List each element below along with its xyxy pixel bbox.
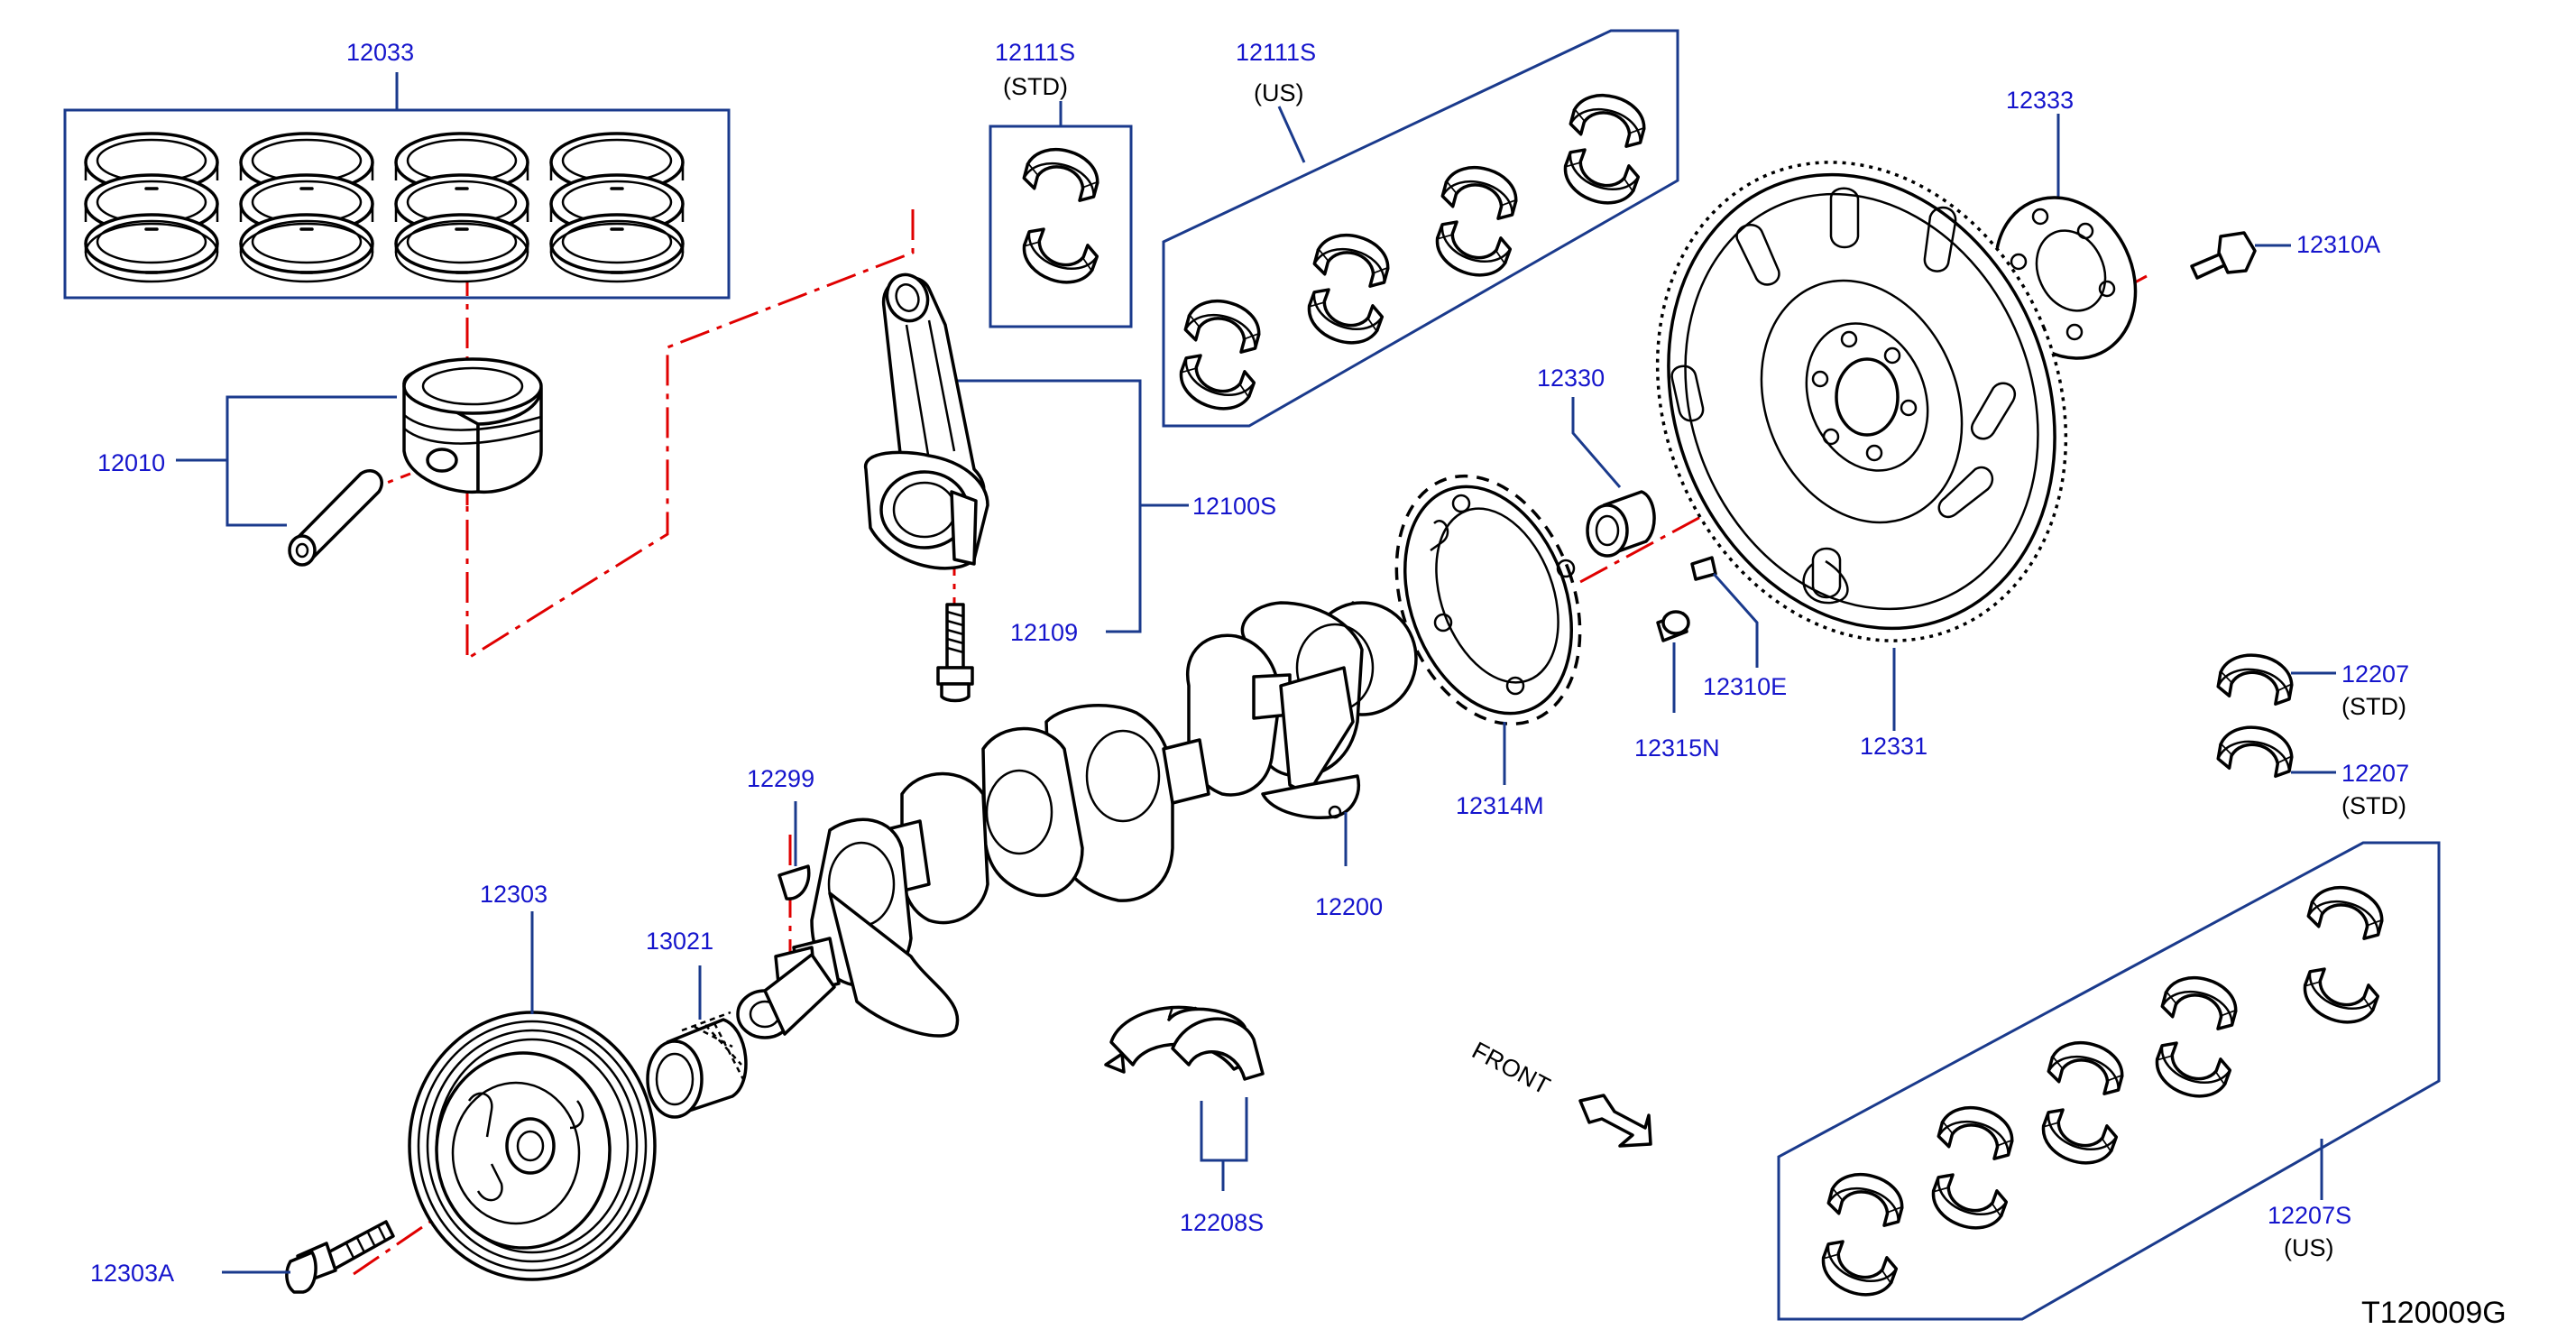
callout-12111S-us-note: (US) [1254, 79, 1304, 106]
figure-code: T120009G [2361, 1296, 2507, 1330]
piston-assembly: 12010 [97, 357, 543, 567]
callout-12111S-std[interactable]: 12111S [995, 39, 1075, 66]
piston-ring-set [549, 132, 685, 283]
callout-12111S-std-note: (STD) [1003, 73, 1068, 100]
callout-12010[interactable]: 12010 [97, 449, 165, 476]
flywheel-mount-bolt: 12315N [1634, 610, 1720, 762]
connecting-rod-assembly: 12100S 12109 [864, 272, 1276, 703]
callout-13021[interactable]: 13021 [646, 928, 713, 955]
piston-ring-set [84, 132, 219, 283]
woodruff-key: 12299 [747, 765, 814, 900]
callout-12208S[interactable]: 12208S [1180, 1209, 1264, 1236]
conrod-bearing-us-group: 12111S (US) [1162, 29, 1679, 428]
conrod-bearing-shell [1020, 140, 1106, 206]
callout-12299[interactable]: 12299 [747, 765, 814, 792]
crankshaft-sprocket: 13021 [646, 928, 748, 1119]
callout-12315N[interactable]: 12315N [1634, 734, 1720, 762]
callout-12314M[interactable]: 12314M [1456, 792, 1544, 819]
crankshaft: 12200 [736, 601, 1418, 1039]
callout-12207-b[interactable]: 12207 [2341, 760, 2409, 787]
callout-12303A[interactable]: 12303A [90, 1260, 174, 1287]
callout-12207-a-note: (STD) [2341, 693, 2406, 720]
conrod-bearing-std-group: 12111S (STD) [989, 39, 1133, 328]
callout-12033[interactable]: 12033 [346, 39, 414, 66]
main-bearing-us-box [1777, 841, 2441, 1321]
thrust-washer-set: 12208S [1104, 1005, 1265, 1236]
callout-12207S[interactable]: 12207S [2268, 1202, 2351, 1229]
dowel-pin: 12310E [1690, 556, 1787, 700]
callout-12303[interactable]: 12303 [480, 881, 547, 908]
connecting-rod [864, 272, 989, 570]
main-bearing-us-group: 12207S (US) [1777, 841, 2441, 1321]
front-arrow-icon [1578, 1094, 1652, 1148]
main-bearing-std: 12207 (STD) 12207 (STD) [2215, 648, 2409, 819]
piston-ring-set [239, 132, 374, 283]
callout-12111S-us[interactable]: 12111S [1236, 39, 1316, 66]
pilot-bushing: 12330 [1537, 365, 1656, 558]
connecting-rod-bolt [936, 603, 974, 703]
callout-12207-a[interactable]: 12207 [2341, 660, 2409, 688]
conrod-bearing-shell [1015, 223, 1101, 293]
front-label: FRONT [1467, 1037, 1554, 1100]
conrod-bearing-us-box [1162, 29, 1679, 428]
callout-12330[interactable]: 12330 [1537, 365, 1605, 392]
drive-plate: 12331 [1655, 161, 2068, 760]
callout-12333[interactable]: 12333 [2006, 87, 2074, 114]
flywheel-bolt [2190, 231, 2257, 280]
callout-12207-b-note: (STD) [2341, 792, 2406, 819]
callout-12109[interactable]: 12109 [1010, 619, 1078, 646]
callout-12207S-note: (US) [2284, 1234, 2334, 1261]
pulley-bolt: 12303A [90, 1220, 395, 1294]
signal-plate: 12314M [1394, 474, 1582, 819]
callout-12310E[interactable]: 12310E [1703, 673, 1787, 700]
crankshaft-pulley: 12303 [408, 881, 657, 1281]
callout-12100S[interactable]: 12100S [1192, 493, 1276, 520]
piston-ring-set [394, 132, 529, 283]
front-direction-indicator: FRONT [1467, 1037, 1652, 1148]
piston-ring-set-group: 12033 [63, 39, 731, 300]
callout-12310A[interactable]: 12310A [2296, 231, 2380, 258]
callout-12200[interactable]: 12200 [1315, 893, 1383, 920]
piston [402, 357, 543, 494]
callout-12331[interactable]: 12331 [1860, 733, 1927, 760]
piston-pin [288, 469, 383, 567]
